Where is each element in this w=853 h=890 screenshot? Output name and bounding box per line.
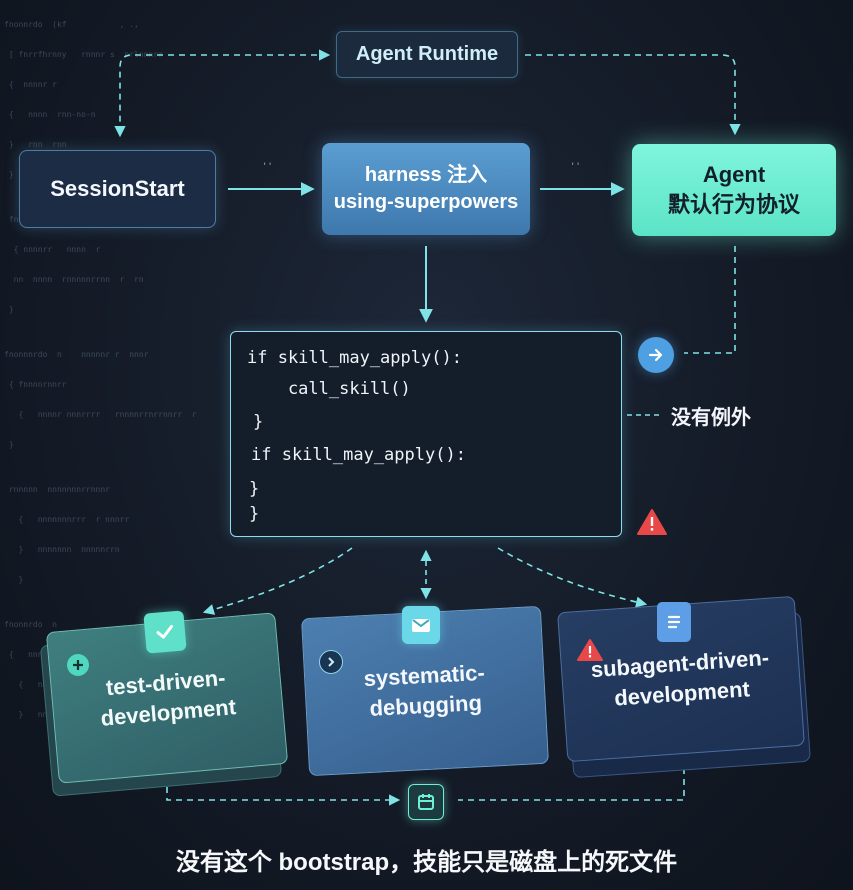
no-exception-label: 没有例外 bbox=[671, 407, 751, 429]
harness-label-line1: harness 注入 bbox=[364, 164, 488, 186]
runtime-to-agent-arrow bbox=[525, 54, 741, 136]
document-icon bbox=[657, 602, 691, 642]
check-icon bbox=[143, 610, 187, 654]
code-line: if skill_may_apply(): bbox=[251, 445, 466, 465]
code-line: } bbox=[249, 504, 260, 524]
code-line: if skill_may_apply(): bbox=[247, 348, 462, 368]
agent-node: Agent 默认行为协议 bbox=[632, 144, 836, 236]
chevron-right-icon bbox=[319, 650, 343, 674]
tdd-to-bottom-connector bbox=[166, 776, 401, 806]
code-to-subagent-arrow bbox=[497, 547, 648, 608]
harness-label-line2: using-superpowers bbox=[333, 191, 519, 213]
warning-icon bbox=[576, 638, 604, 667]
arrow-right-icon bbox=[638, 337, 674, 373]
session-start-node: SessionStart bbox=[19, 150, 216, 228]
session-start-label: SessionStart bbox=[50, 176, 185, 201]
agent-label-line1: Agent bbox=[702, 162, 766, 187]
calendar-icon bbox=[408, 784, 444, 820]
agent-label-line2: 默认行为协议 bbox=[667, 192, 800, 217]
mail-icon bbox=[402, 606, 440, 644]
plus-icon bbox=[67, 654, 89, 676]
code-line: } bbox=[249, 479, 260, 499]
harness-node: harness 注入 using-superpowers bbox=[322, 143, 530, 235]
skill-name-line2: debugging bbox=[368, 690, 483, 721]
code-line: } bbox=[253, 412, 264, 432]
runtime-to-session-arrow bbox=[114, 49, 331, 138]
subagent-to-bottom-connector bbox=[458, 768, 685, 801]
code-to-tdd-arrow bbox=[202, 547, 353, 615]
agent-runtime-node: Agent Runtime bbox=[336, 31, 518, 78]
agent-runtime-label: Agent Runtime bbox=[355, 43, 499, 65]
footer-caption: 没有这个 bootstrap，技能只是磁盘上的死文件 bbox=[175, 849, 678, 876]
agent-to-code-connector bbox=[684, 246, 736, 354]
warning-icon bbox=[636, 508, 668, 541]
code-block: if skill_may_apply(): call_skill() } if … bbox=[230, 331, 622, 537]
tick-mark: '' bbox=[262, 162, 273, 172]
code-line: call_skill() bbox=[247, 379, 411, 399]
tick-mark: '' bbox=[570, 162, 581, 172]
